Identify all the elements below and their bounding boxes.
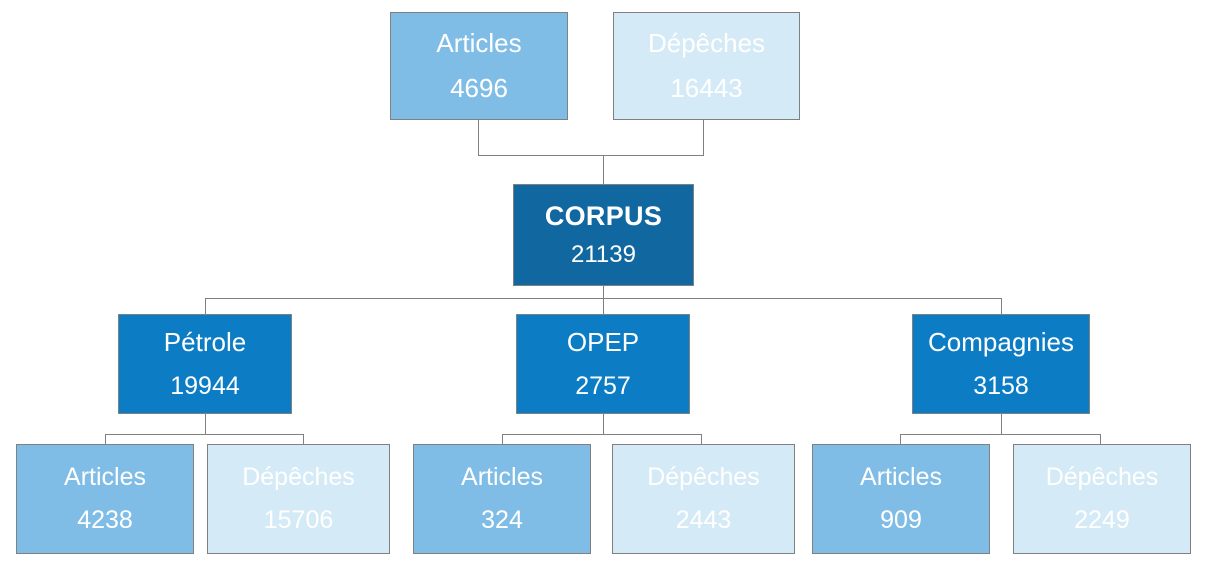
connector-opep-to-articles [502,434,503,444]
node-root-corpus[interactable]: CORPUS 21139 [513,184,694,286]
connector-compagnies-down [1001,414,1002,435]
node-value: 19944 [170,371,240,400]
node-label: CORPUS [544,200,663,231]
node-leaf-compagnies-articles[interactable]: Articles 909 [812,444,990,554]
connector-opep-down [603,414,604,435]
node-value: 2757 [575,371,631,400]
connector-top-depeches-down [703,120,704,156]
node-value: 909 [880,506,922,534]
node-value: 15706 [263,506,334,534]
connector-opep-bus [502,434,702,435]
node-label: OPEP [566,326,640,357]
node-label: Articles [461,462,543,491]
node-label: Articles [436,28,522,59]
connector-petrole-to-depeches [303,434,304,444]
node-leaf-opep-depeches[interactable]: Dépêches 2443 [612,444,795,554]
node-category-compagnies[interactable]: Compagnies 3158 [912,314,1090,414]
node-top-articles[interactable]: Articles 4696 [390,12,568,120]
node-label: Pétrole [163,326,247,357]
node-label: Compagnies [928,326,1074,357]
node-label: Dépêches [242,462,355,491]
node-label: Dépêches [647,28,766,59]
connector-root-down [603,286,604,299]
node-value: 324 [481,506,523,534]
connector-petrole-bus [105,434,304,435]
node-value: 3158 [973,371,1029,400]
node-label: Dépêches [647,462,760,491]
connector-top-articles-down [478,120,479,156]
node-value: 2249 [1074,506,1130,534]
connector-compagnies-to-depeches [1100,434,1101,444]
connector-petrole-down [205,414,206,435]
node-value: 21139 [571,240,636,268]
connector-bus-to-petrole [205,298,206,315]
node-value: 16443 [670,73,743,103]
node-label: Articles [64,462,146,491]
connector-compagnies-bus [900,434,1101,435]
node-top-depeches[interactable]: Dépêches 16443 [613,12,800,120]
node-value: 4238 [77,506,133,534]
node-category-opep[interactable]: OPEP 2757 [516,314,690,414]
node-value: 2443 [675,506,732,534]
connector-opep-to-depeches [701,434,702,444]
node-category-petrole[interactable]: Pétrole 19944 [118,314,292,414]
node-leaf-compagnies-depeches[interactable]: Dépêches 2249 [1013,444,1191,554]
node-leaf-opep-articles[interactable]: Articles 324 [413,444,591,554]
connector-top-to-root [603,155,604,185]
node-value: 4696 [450,73,508,103]
connector-petrole-to-articles [105,434,106,444]
connector-bus-to-opep [603,298,604,315]
node-leaf-petrole-articles[interactable]: Articles 4238 [16,444,194,554]
connector-bus-to-compagnies [1001,298,1002,315]
node-label: Articles [860,462,942,491]
node-leaf-petrole-depeches[interactable]: Dépêches 15706 [207,444,390,554]
connector-compagnies-to-articles [900,434,901,444]
connector-top-bus [478,155,704,156]
node-label: Dépêches [1045,462,1159,491]
